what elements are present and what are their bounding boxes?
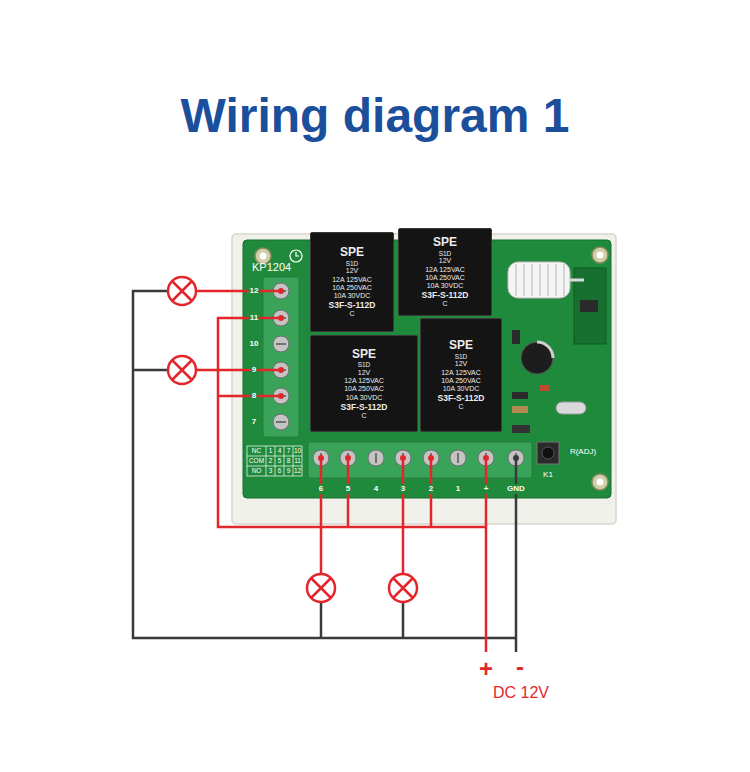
terminal-number: + (483, 484, 490, 494)
relay-marking: S1D (358, 361, 371, 369)
relay-marking: C (442, 300, 447, 308)
relay-marking: 12A 125VAC (344, 377, 384, 385)
wire-joint (513, 455, 519, 461)
terminal-number: 4 (373, 484, 379, 494)
pin-table-grid (247, 446, 302, 476)
relay-marking: SPE (352, 347, 376, 361)
relay-marking: SPE (433, 235, 457, 249)
relay-marking: 10A 250VAC (425, 274, 465, 282)
relay-marking: 12A 125VAC (441, 369, 481, 377)
relay-marking: 10A 30VDC (443, 385, 480, 393)
pin-table-heading: COM (249, 458, 264, 465)
relay: SPES1D12V12A 125VAC10A 250VAC10A 30VDCS3… (310, 232, 394, 332)
pin-table-cell: 7 (287, 448, 291, 455)
relay-marking: 10A 30VDC (427, 282, 464, 290)
pin-table-cell: 4 (278, 448, 282, 455)
pin-table-cell: 1 (269, 448, 273, 455)
diode (540, 385, 550, 391)
capacitor (521, 342, 553, 374)
pin-table-heading: NC (252, 448, 261, 455)
resistor (512, 392, 528, 399)
chip (512, 425, 530, 433)
board-icon (290, 250, 302, 262)
board-model: KP1204 (252, 262, 291, 273)
pin-table-cell: 11 (294, 458, 301, 465)
relay-marking: C (349, 310, 354, 318)
terminal-number: 8 (251, 391, 257, 401)
antenna-coil (508, 262, 584, 298)
lamp-symbol (389, 574, 417, 602)
relay-marking: S3F-S-112D (329, 300, 376, 310)
terminal-block (263, 277, 299, 437)
relay-marking: C (458, 403, 463, 411)
relay-marking: SPE (340, 245, 364, 259)
relay-marking: S3F-S-112D (341, 402, 388, 412)
resistor (512, 406, 528, 413)
relay: SPES1D12V12A 125VAC10A 250VAC10A 30VDCS3… (310, 335, 418, 432)
terminal-block (308, 442, 532, 478)
button-label: R(ADJ) (569, 447, 597, 457)
terminal-number: 2 (428, 484, 434, 494)
terminal-number: 10 (249, 339, 260, 349)
polarity-sign: - (516, 655, 524, 679)
terminal-number: 12 (249, 286, 260, 296)
terminal-number: GND (506, 484, 526, 494)
pin-table-heading: NO (252, 468, 262, 475)
polarity-sign: + (479, 657, 493, 681)
relay-marking: 10A 30VDC (334, 292, 371, 300)
terminal-number: 6 (318, 484, 324, 494)
relay-marking: 10A 250VAC (441, 377, 481, 385)
relay-marking: 12A 125VAC (332, 276, 372, 284)
mounting-hole (255, 247, 608, 490)
transistor (512, 330, 520, 344)
pin-table-cell: 6 (278, 468, 282, 475)
relay-marking: 12V (439, 257, 451, 265)
relay-marking: C (361, 412, 366, 420)
relay-marking: S3F-S-112D (422, 290, 469, 300)
pin-table-cell: 2 (269, 458, 273, 465)
pin-table-cell: 12 (294, 468, 301, 475)
board-icon (296, 252, 299, 256)
relay-marking: 10A 30VDC (346, 394, 383, 402)
ground-wire (133, 291, 516, 652)
relay: SPES1D12V12A 125VAC10A 250VAC10A 30VDCS3… (420, 318, 502, 432)
terminal-number: 9 (251, 365, 257, 375)
lamp-symbol (168, 356, 196, 384)
relay-marking: 10A 250VAC (344, 385, 384, 393)
supply-voltage: DC 12V (493, 685, 549, 701)
relay: SPES1D12V12A 125VAC10A 250VAC10A 30VDCS3… (398, 228, 492, 316)
diagram-title: Wiring diagram 1 (0, 92, 750, 140)
relay-marking: 12V (346, 267, 358, 275)
relay-marking: 12A 125VAC (425, 266, 465, 274)
terminal-number: 3 (400, 484, 406, 494)
relay-marking: SPE (449, 338, 473, 352)
pin-table-cell: 3 (269, 468, 273, 475)
relay-marking: 10A 250VAC (332, 284, 372, 292)
terminal-number: 5 (345, 484, 351, 494)
button-label: K1 (542, 470, 554, 480)
relay-marking: S1D (455, 353, 468, 361)
lamp-symbol (168, 277, 196, 305)
relay-marking: 12V (455, 360, 467, 368)
pin-table-cell: 9 (287, 468, 291, 475)
pcb (243, 240, 611, 498)
relay-marking: 12V (358, 369, 370, 377)
push-button (537, 442, 559, 464)
pin-table-cell: 5 (278, 458, 282, 465)
crystal (556, 402, 586, 414)
terminal-number: 1 (455, 484, 461, 494)
pin-table-cell: 8 (287, 458, 291, 465)
pin-table-cell: 10 (294, 448, 301, 455)
terminal-number: 11 (249, 313, 259, 323)
relay-marking: S1D (439, 250, 452, 258)
terminal-number: 7 (251, 417, 257, 427)
lamp-symbol (307, 574, 335, 602)
chip (580, 300, 598, 312)
relay-marking: S3F-S-112D (438, 393, 485, 403)
relay-marking: S1D (346, 260, 359, 268)
